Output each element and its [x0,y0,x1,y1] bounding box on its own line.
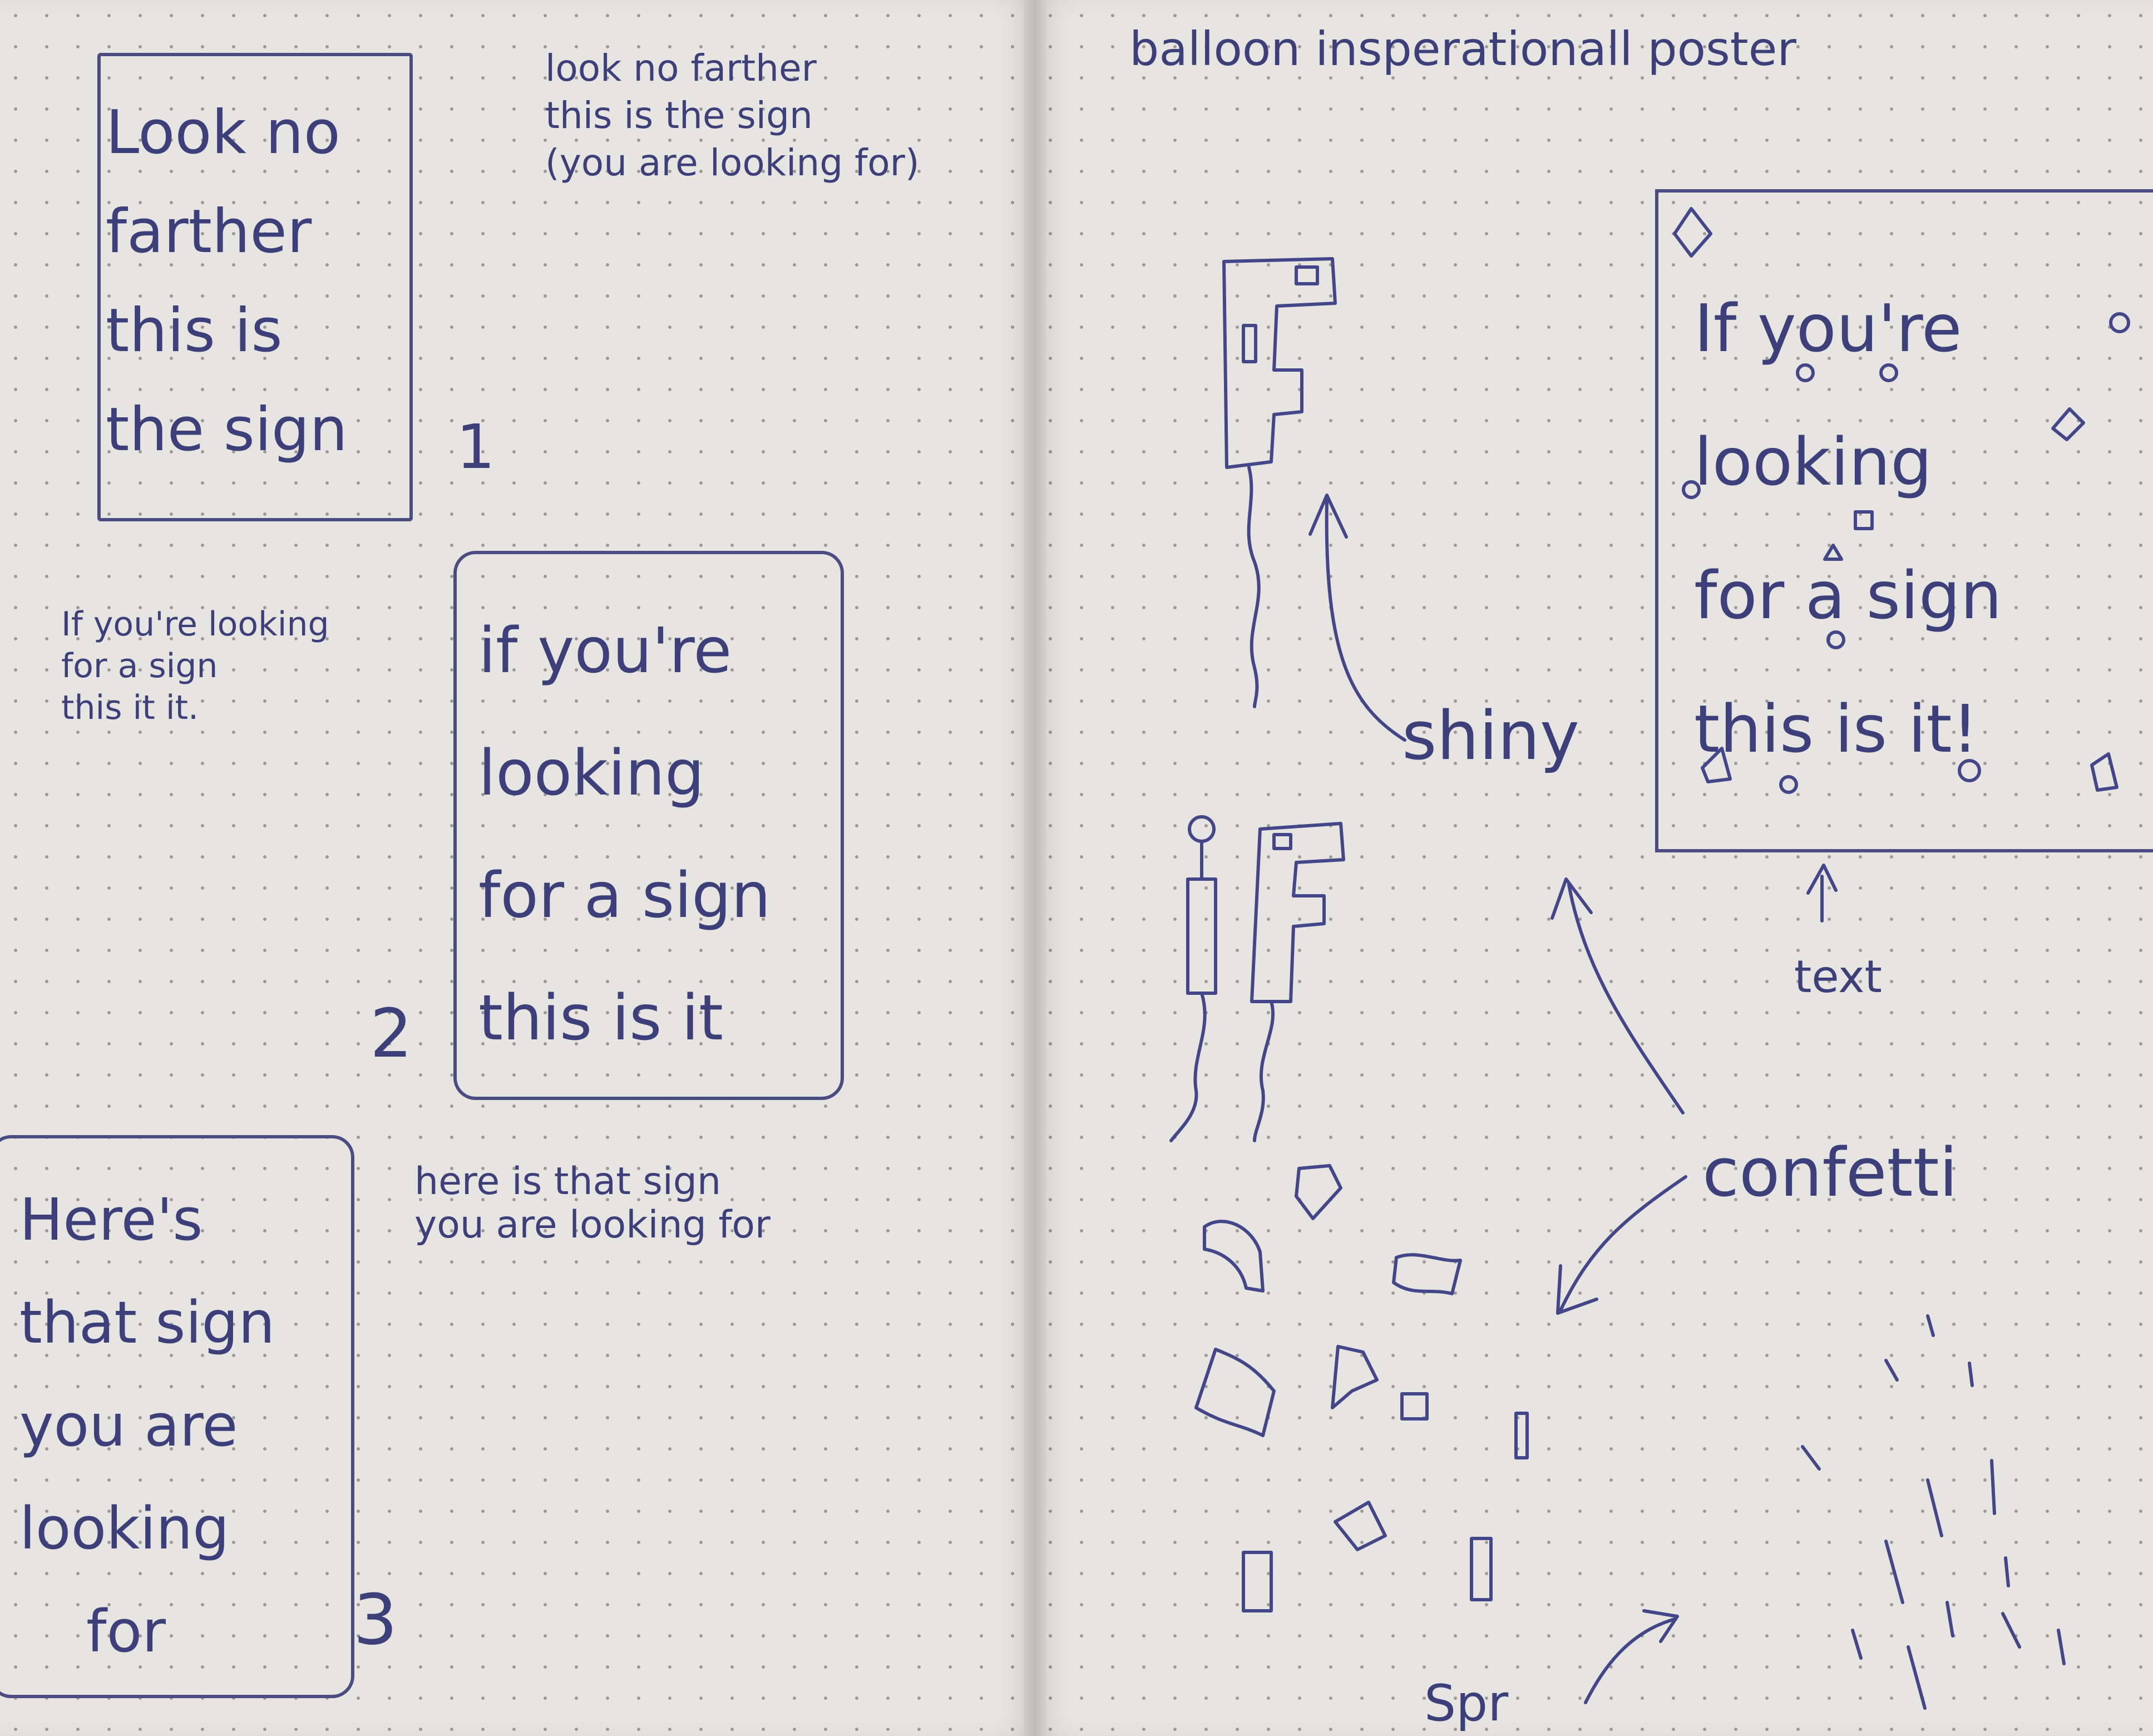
label-shiny: shiny [1402,698,1579,775]
sketch-number-2: 2 [370,995,413,1073]
note-3: here is that sign you are looking for [414,1160,771,1247]
balloon-letter-f-top [1222,257,1337,708]
sign-sketch-1-frame [97,53,413,521]
sign-sketch-3-text: Here's that sign you are looking for [19,1186,275,1665]
label-text: text [1794,951,1882,1003]
poster-confetti [1673,207,2130,794]
spray-lines [1801,1314,2066,1710]
right-page-title: balloon insperationall poster [1129,22,1796,76]
left-notebook-page [0,0,1035,1736]
sign-sketch-2-frame [453,551,844,1100]
notebook-spine [1024,0,1046,1736]
label-confetti: confetti [1702,1135,1958,1212]
sketch-number-1: 1 [456,411,495,482]
sign-sketch-2-text: if you're looking for a sign this is it [478,615,771,1054]
confetti-cluster [1194,1164,1529,1612]
sign-sketch-1-text: Look no farther this is the sign [106,98,348,465]
sign-sketch-3-frame [0,1135,354,1698]
annotation-arrows [1308,494,1838,1704]
poster-text: If you're looking for a sign this is it! [1694,290,2002,767]
sketch-number-3: 3 [353,1580,398,1660]
balloon-letters-if [1169,815,1345,1142]
right-notebook-page [1035,0,2153,1736]
label-bottom: Spr [1424,1674,1509,1733]
note-2: If you're looking for a sign this it it. [61,605,329,727]
note-1: look no farther this is the sign (you ar… [545,47,920,184]
poster-frame [1655,189,2153,852]
